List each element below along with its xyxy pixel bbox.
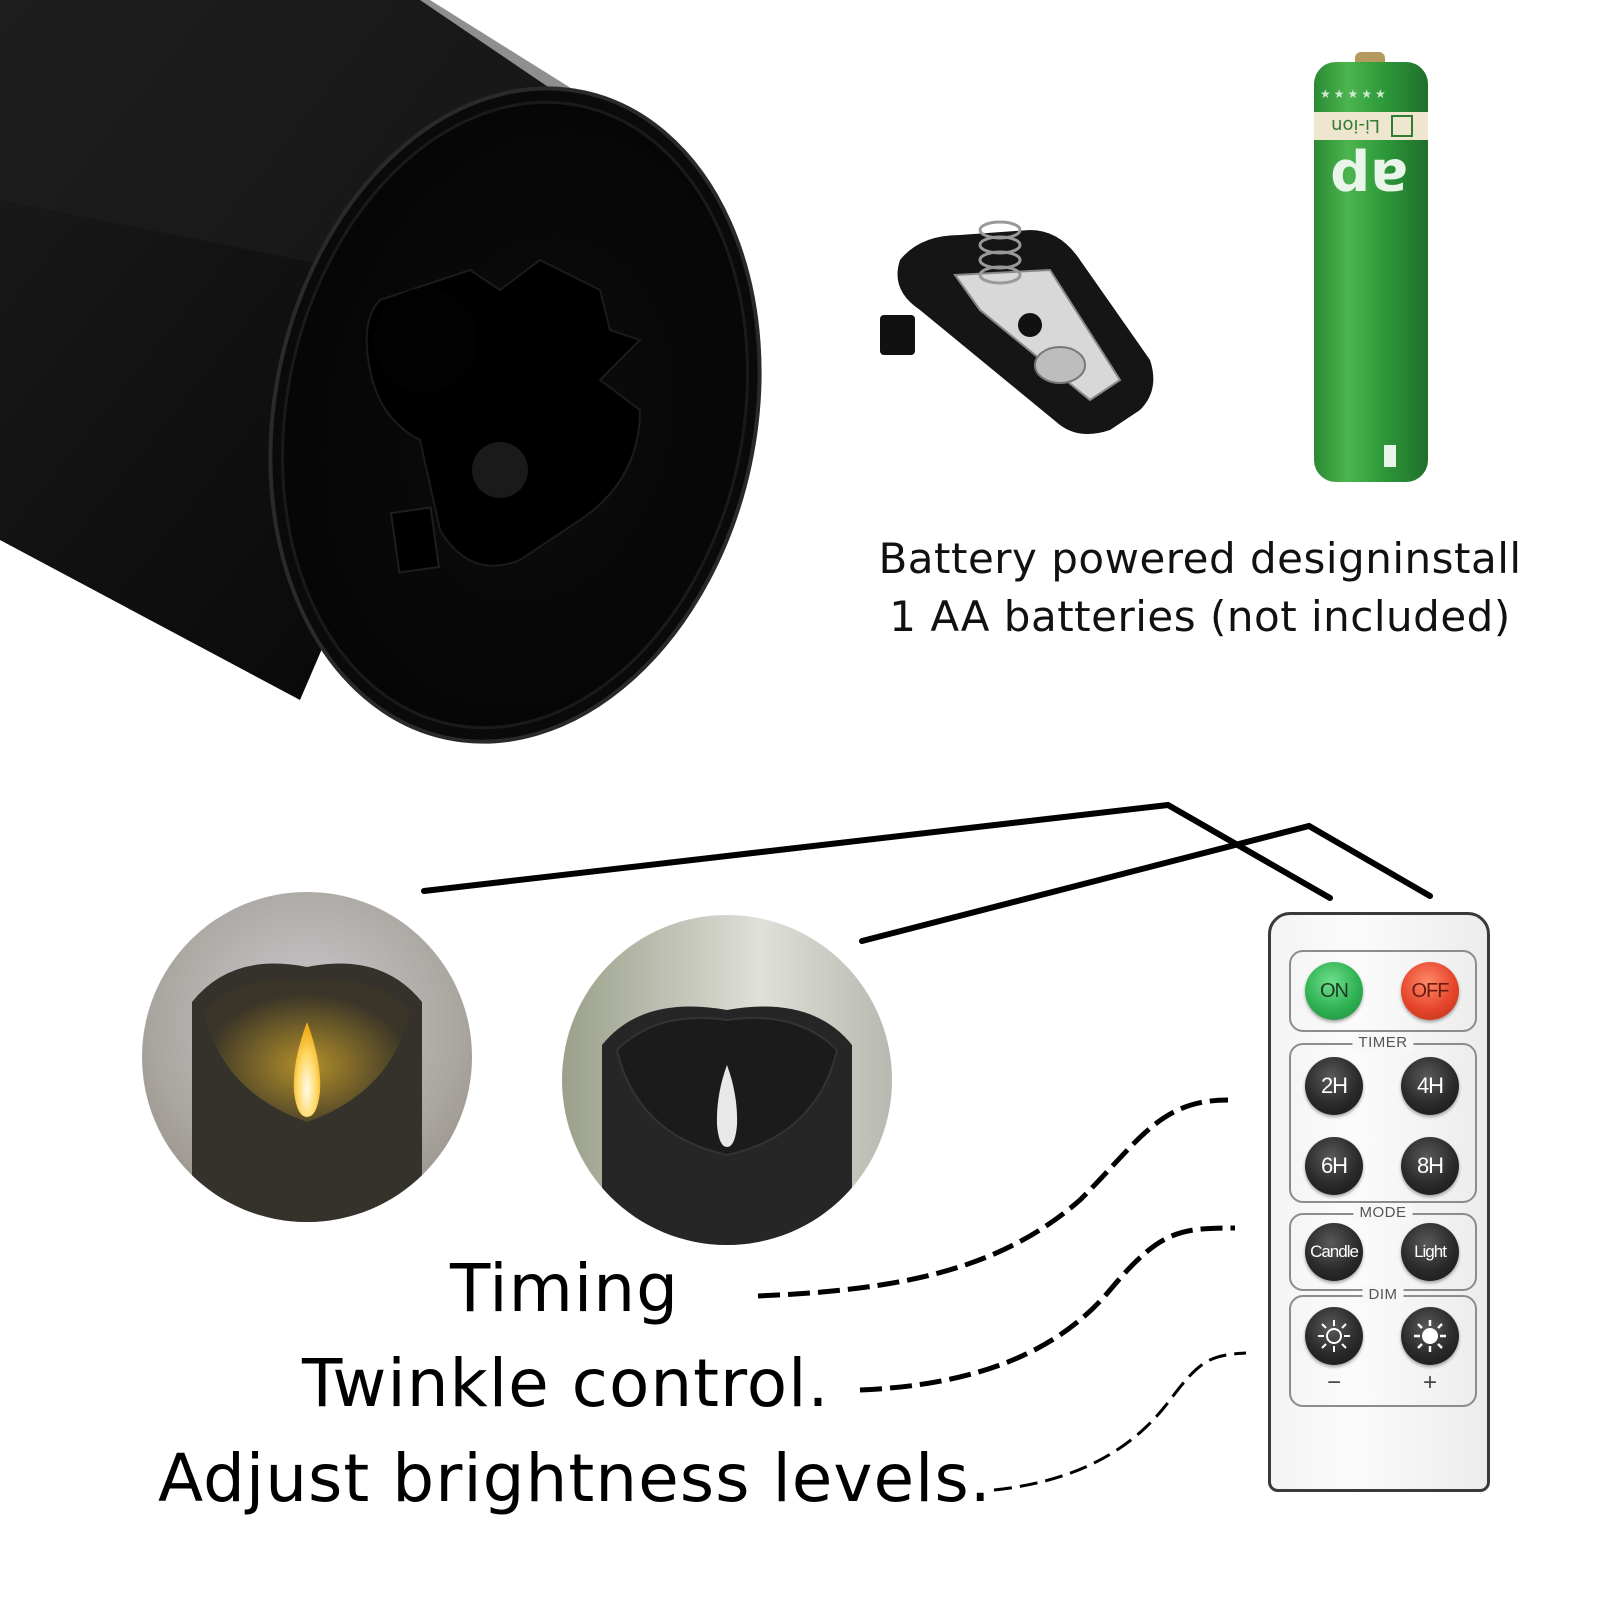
timer-group: TIMER 2H 4H 6H 8H <box>1289 1034 1477 1203</box>
remote-control: ON OFF TIMER 2H 4H 6H 8H MODE Candle Lig… <box>1268 912 1490 1492</box>
caption-line-2: 1 AA batteries (not included) <box>889 592 1511 641</box>
timer-4h-button[interactable]: 4H <box>1401 1057 1459 1115</box>
lit-candle-image <box>142 892 472 1222</box>
mode-title: MODE <box>1353 1204 1413 1221</box>
battery-caption: Battery powered designinstall 1 AA batte… <box>830 530 1570 646</box>
dim-minus-button[interactable] <box>1305 1307 1363 1365</box>
dim-group: DIM − <box>1289 1286 1477 1407</box>
aa-battery-image: Li-ion ★★★★★ ap <box>1314 52 1428 482</box>
mode-candle-button[interactable]: Candle <box>1305 1223 1363 1281</box>
candle-base-cylinder-image <box>0 0 762 744</box>
sun-outline-icon <box>1318 1320 1350 1352</box>
timer-8h-button[interactable]: 8H <box>1401 1137 1459 1195</box>
feature-label-brightness: Adjust brightness levels. <box>158 1440 992 1517</box>
dim-plus-label: + <box>1423 1369 1438 1396</box>
off-button[interactable]: OFF <box>1401 962 1459 1020</box>
svg-text:Li-ion: Li-ion <box>1331 115 1380 136</box>
feature-label-twinkle: Twinkle control. <box>302 1345 830 1422</box>
sun-filled-icon <box>1414 1320 1446 1352</box>
feature-label-timing: Timing <box>450 1250 679 1327</box>
connector-lines <box>421 801 1433 1492</box>
svg-text:ap: ap <box>1330 146 1408 211</box>
dim-title: DIM <box>1362 1286 1404 1303</box>
timer-2h-button[interactable]: 2H <box>1305 1057 1363 1115</box>
caption-line-1: Battery powered designinstall <box>878 534 1522 583</box>
on-button[interactable]: ON <box>1305 962 1363 1020</box>
dim-minus-label: − <box>1327 1369 1342 1396</box>
svg-text:★★★★★: ★★★★★ <box>1320 87 1389 101</box>
mode-light-button[interactable]: Light <box>1401 1223 1459 1281</box>
timer-title: TIMER <box>1352 1034 1414 1051</box>
mode-group: MODE Candle Light <box>1289 1204 1477 1291</box>
power-group: ON OFF <box>1289 950 1477 1032</box>
timer-6h-button[interactable]: 6H <box>1305 1137 1363 1195</box>
dim-plus-button[interactable] <box>1401 1307 1459 1365</box>
battery-cover-image <box>880 220 1154 434</box>
unlit-candle-image <box>562 915 892 1245</box>
